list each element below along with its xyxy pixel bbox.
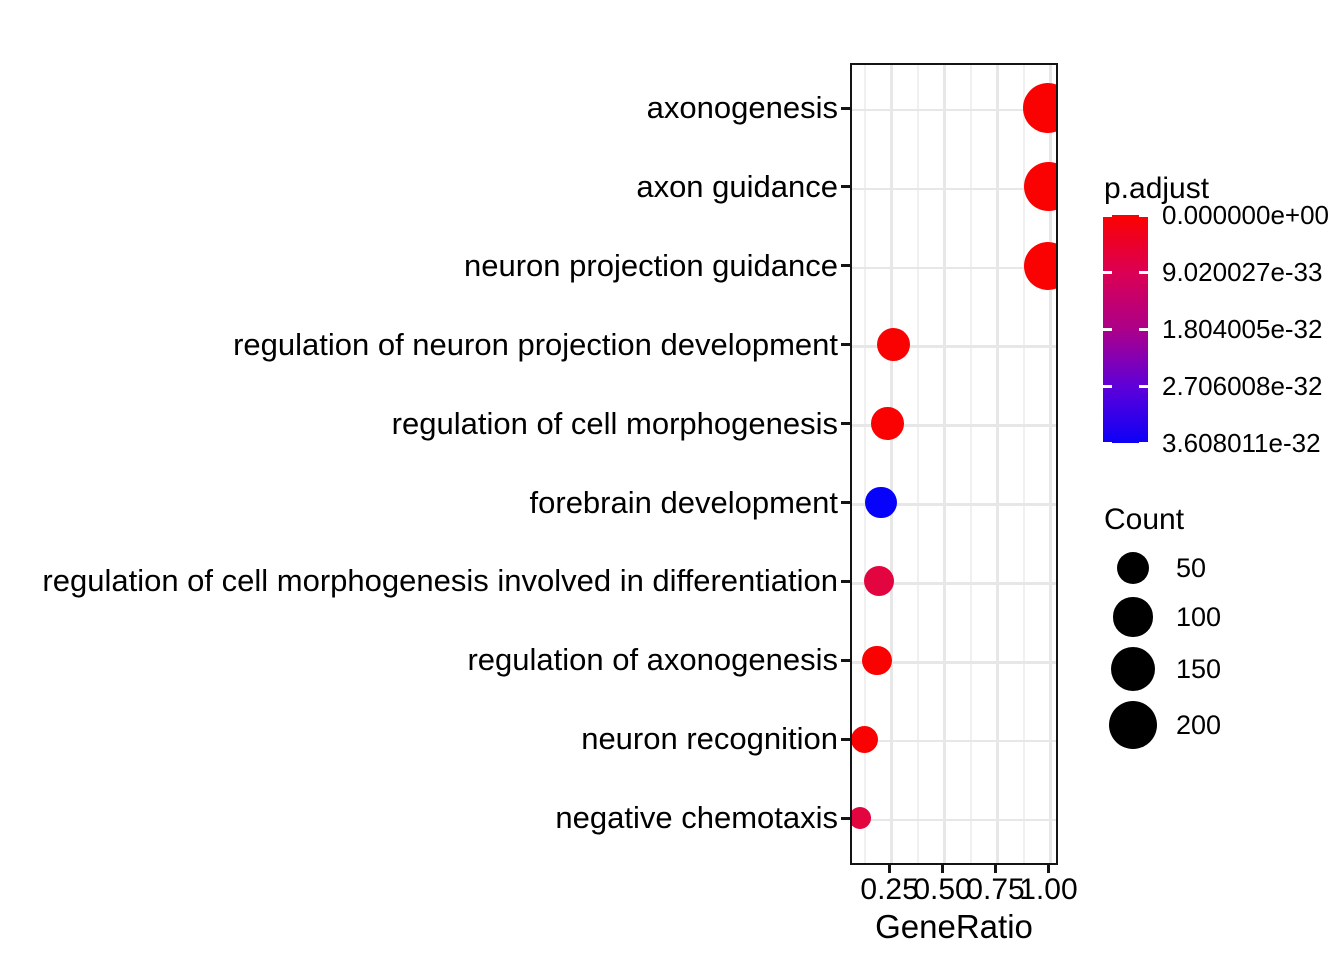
- category-axis-label: regulation of cell morphogenesis involve…: [42, 563, 838, 599]
- count-legend-circle: [1108, 700, 1158, 750]
- gridline-y: [852, 818, 1056, 822]
- y-axis-tick: [841, 816, 850, 820]
- gridline-y: [852, 424, 1056, 427]
- y-axis-tick: [841, 185, 850, 189]
- colorbar-tick: [1103, 384, 1112, 388]
- gridline-x-major: [890, 65, 893, 863]
- gridline-y: [852, 108, 1056, 112]
- gridline-y: [852, 661, 1056, 664]
- colorbar-tick: [1103, 270, 1112, 274]
- colorbar-tick: [1139, 270, 1148, 274]
- y-axis-tick: [841, 737, 850, 741]
- count-legend-label: 150: [1176, 654, 1222, 684]
- category-axis-label: negative chemotaxis: [555, 800, 838, 836]
- gridline-y: [852, 345, 1056, 348]
- category-axis-label: regulation of neuron projection developm…: [233, 326, 838, 362]
- y-axis-tick: [841, 579, 850, 583]
- colorbar-tick: [1139, 441, 1148, 445]
- dot: [877, 328, 911, 362]
- x-axis-tick-label: 0.50: [913, 873, 972, 906]
- colorbar-tick-label: 1.804005e-32: [1162, 314, 1323, 344]
- x-axis-tick-label: 1.00: [1019, 873, 1078, 906]
- colorbar-tick: [1139, 384, 1148, 388]
- count-legend-label: 50: [1176, 553, 1207, 583]
- dot: [1024, 241, 1056, 290]
- x-axis-title: GeneRatio: [875, 908, 1033, 945]
- gridline-y: [852, 582, 1056, 585]
- padjust-legend-title: p.adjust: [1104, 172, 1210, 205]
- gridline-x-major: [996, 65, 999, 863]
- y-axis-tick: [841, 501, 850, 504]
- gridline-x-minor: [917, 65, 919, 863]
- plot-panel: [850, 63, 1058, 865]
- count-legend-title: Count: [1104, 503, 1185, 536]
- gridline-y: [852, 266, 1056, 270]
- y-axis-tick: [841, 422, 850, 426]
- category-axis-label: axonogenesis: [646, 90, 838, 125]
- y-axis-tick: [841, 343, 850, 347]
- colorbar-tick: [1103, 441, 1112, 445]
- count-legend-circle: [1110, 646, 1156, 692]
- x-axis-tick-label: 0.75: [966, 873, 1025, 906]
- colorbar-tick-label: 3.608011e-32: [1162, 428, 1321, 458]
- category-axis-label: neuron recognition: [581, 721, 838, 757]
- category-axis-label: regulation of axonogenesis: [467, 642, 838, 678]
- count-legend-label: 100: [1176, 602, 1222, 632]
- colorbar-tick: [1139, 327, 1148, 331]
- colorbar-tick-label: 2.706008e-32: [1162, 371, 1323, 401]
- gridline-x-major: [1049, 65, 1052, 863]
- dot: [852, 807, 871, 829]
- dot: [871, 407, 904, 440]
- category-axis-label: axon guidance: [636, 168, 838, 204]
- category-axis-label: forebrain development: [529, 484, 838, 520]
- gridline-x-minor: [1023, 65, 1025, 863]
- dot: [1023, 82, 1056, 133]
- gridline-y: [852, 739, 1056, 743]
- colorbar-tick: [1103, 327, 1112, 331]
- gridline-y: [852, 503, 1056, 506]
- gridline-x-minor: [970, 65, 972, 863]
- dot: [862, 645, 892, 675]
- count-legend-circle: [1117, 552, 1149, 584]
- x-axis-tick: [941, 865, 945, 873]
- x-axis-tick-label: 0.25: [860, 873, 919, 906]
- y-axis-tick: [841, 658, 850, 662]
- gridline-x-major: [943, 65, 946, 863]
- x-axis-tick: [1046, 865, 1050, 873]
- count-legend-label: 200: [1176, 710, 1222, 740]
- x-axis-tick: [994, 865, 997, 873]
- dot: [852, 725, 878, 753]
- category-axis-label: neuron projection guidance: [464, 247, 838, 283]
- gridline-x-minor: [864, 65, 866, 863]
- dot: [864, 566, 894, 597]
- dot: [1023, 162, 1056, 212]
- colorbar-tick: [1139, 213, 1148, 217]
- gridline-y: [852, 187, 1056, 191]
- colorbar-tick: [1103, 213, 1112, 217]
- y-axis-tick: [841, 264, 850, 268]
- category-axis-label: regulation of cell morphogenesis: [391, 405, 838, 441]
- y-axis-tick: [841, 106, 850, 110]
- colorbar-tick-label: 0.000000e+00: [1162, 200, 1330, 230]
- x-axis-tick: [888, 865, 892, 873]
- colorbar-tick-label: 9.020027e-33: [1162, 257, 1323, 287]
- dot: [865, 486, 898, 519]
- count-legend-circle: [1113, 597, 1153, 637]
